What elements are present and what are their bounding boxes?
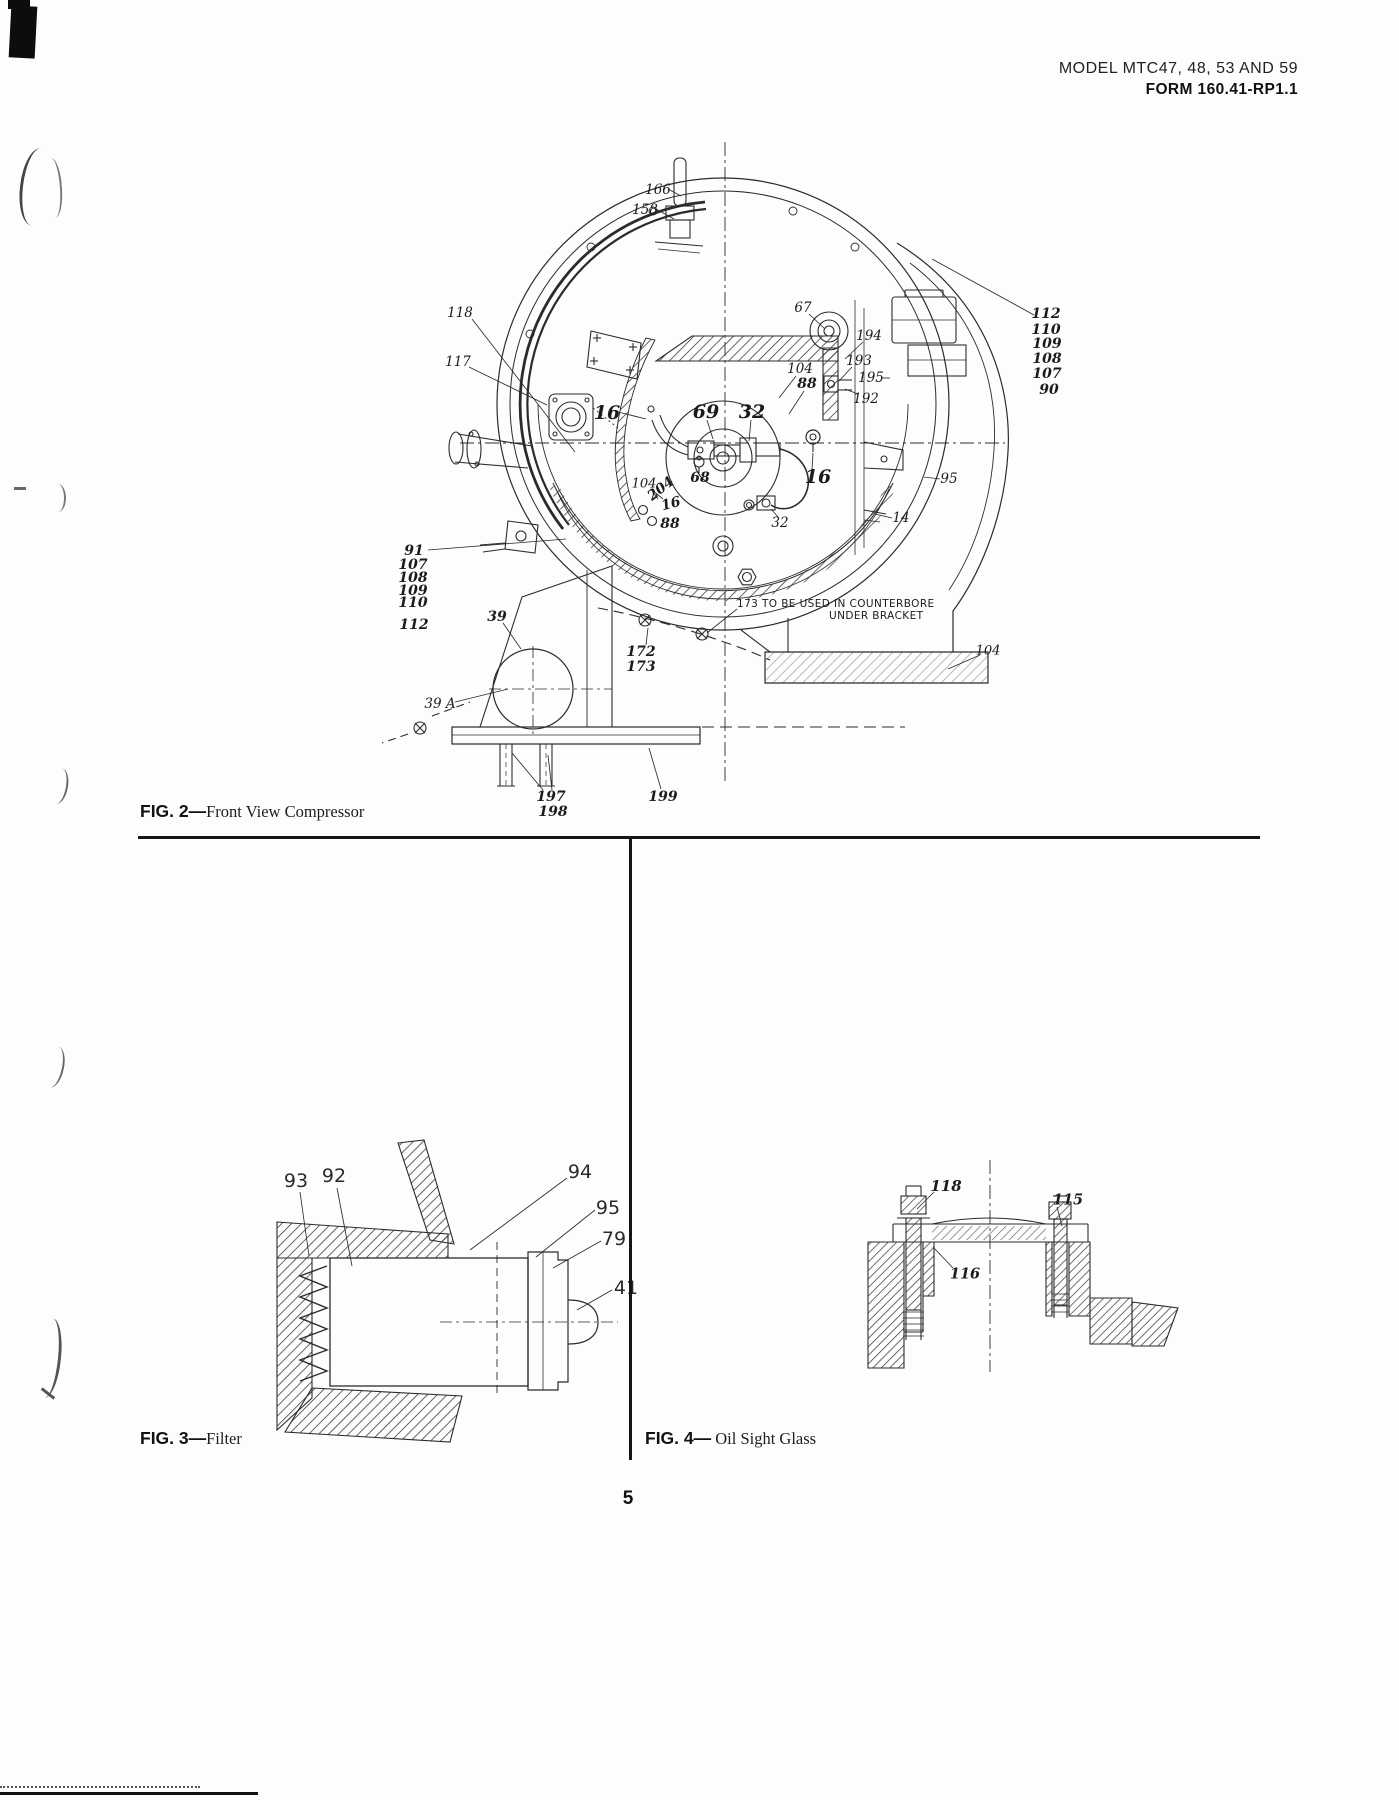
model-line: MODEL MTC47, 48, 53 AND 59 — [1058, 60, 1298, 77]
fig2-note: 173 TO BE USED IN COUNTERBORE UNDER BRAC… — [737, 598, 935, 622]
scan-edge-dots — [0, 1786, 200, 1788]
page-curl-mark-icon — [31, 1316, 66, 1400]
page-curl-mark-icon — [50, 484, 66, 512]
page-curl-mark-icon — [39, 1044, 69, 1090]
fig4-caption-number: FIG. 4— — [645, 1428, 712, 1448]
page-curl-mark-icon — [14, 487, 26, 490]
horizontal-rule — [138, 836, 1260, 839]
fig3-drawing — [276, 1139, 618, 1443]
fig2-note-line2: UNDER BRACKET — [829, 609, 924, 622]
fig3-caption: FIG. 3—Filter — [140, 1428, 242, 1449]
fig2-caption-title: Front View Compressor — [206, 802, 365, 821]
fig2-caption-number: FIG. 2— — [140, 801, 207, 821]
page-curl-mark-icon — [47, 766, 71, 806]
fig3-caption-number: FIG. 3— — [140, 1428, 207, 1448]
fig4-drawing — [867, 1160, 1179, 1372]
fig2-drawing — [381, 142, 1035, 791]
header: MODEL MTC47, 48, 53 AND 59 FORM 160.41-R… — [1059, 58, 1298, 100]
fig4-caption: FIG. 4— Oil Sight Glass — [645, 1428, 816, 1449]
fig4-caption-title: Oil Sight Glass — [711, 1429, 817, 1448]
fig2-note-line1: 173 TO BE USED IN COUNTERBORE — [737, 598, 935, 610]
scan-edge-line — [0, 1792, 258, 1795]
binding-mark-icon — [8, 0, 30, 9]
vertical-divider — [629, 836, 632, 1460]
fig2-caption: FIG. 2—Front View Compressor — [140, 801, 364, 822]
fig3-caption-title: Filter — [206, 1429, 242, 1448]
page-number: 5 — [622, 1488, 634, 1509]
form-line: FORM 160.41-RP1.1 — [1145, 81, 1298, 98]
binding-mark-icon — [8, 5, 38, 59]
